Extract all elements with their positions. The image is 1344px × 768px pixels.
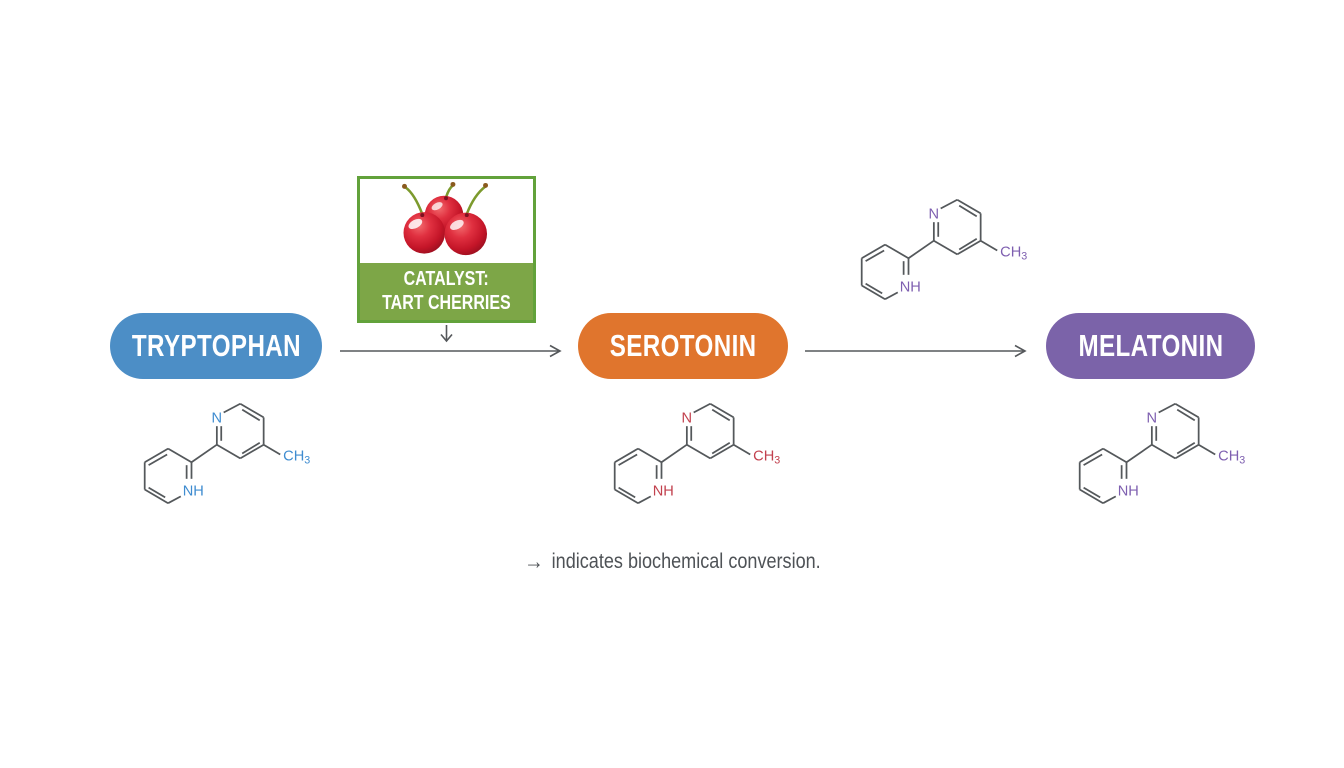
conversion-arrow-serotonin-melatonin	[805, 344, 1027, 358]
tart-cherries-image	[360, 179, 533, 263]
catalyst-label-band: CATALYST: TART CHERRIES	[360, 263, 533, 320]
conversion-arrow-tryptophan-serotonin	[340, 344, 562, 358]
node-label-melatonin: MELATONIN	[1077, 328, 1224, 363]
node-pill-melatonin: MELATONIN	[1046, 313, 1255, 379]
catalyst-down-arrow-icon	[440, 325, 453, 343]
cherries-icon	[361, 179, 533, 263]
legend-arrow-icon: →	[523, 548, 544, 574]
catalyst-label-line1: CATALYST:	[403, 267, 490, 290]
catalyst-label-line2: TART CHERRIES	[382, 291, 511, 314]
molecule-structure-melatonin	[1068, 394, 1263, 511]
catalyst-box: CATALYST: TART CHERRIES	[357, 176, 536, 323]
node-pill-serotonin: SEROTONIN	[578, 313, 788, 379]
legend: → indicates biochemical conversion.	[0, 548, 1344, 575]
molecule-structure-serotonin	[603, 394, 798, 511]
node-pill-tryptophan: TRYPTOPHAN	[110, 313, 322, 379]
molecule-structure-tryptophan	[133, 394, 328, 511]
molecule-structure-melatonin-above-arrow	[850, 190, 1045, 307]
node-label-serotonin: SEROTONIN	[609, 328, 757, 363]
legend-text: indicates biochemical conversion.	[551, 550, 821, 573]
node-label-tryptophan: TRYPTOPHAN	[131, 328, 301, 363]
